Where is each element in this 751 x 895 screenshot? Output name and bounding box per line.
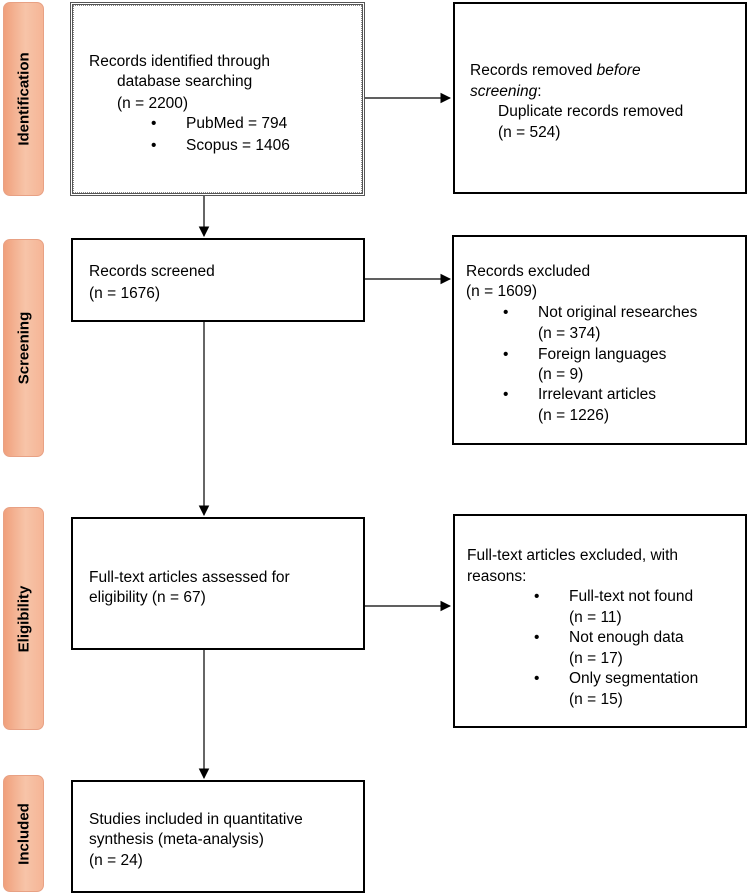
fulltext-excluded-item-label: Full-text not found <box>534 587 693 608</box>
records-screened-box: Records screened (n = 1676) <box>71 238 365 322</box>
included-line2: synthesis (meta-analysis) <box>89 831 264 848</box>
fulltext-excluded-item-label: Not enough data <box>534 628 684 649</box>
fulltext-line1: Full-text articles assessed for <box>89 569 290 586</box>
records-identified-box: Records identified through database sear… <box>70 2 365 196</box>
phase-screening: Screening <box>3 239 44 457</box>
excluded-item-count: (n = 374) <box>538 325 601 342</box>
excluded-item-count: (n = 1226) <box>538 407 610 424</box>
excluded-line1: Records excluded <box>466 263 591 280</box>
identified-line2: database searching <box>117 73 253 90</box>
fulltext-excluded-line2: reasons: <box>467 568 527 585</box>
screened-line1: Records screened <box>89 263 215 280</box>
studies-included-box: Studies included in quantitative synthes… <box>71 780 365 893</box>
identified-count: (n = 2200) <box>117 95 189 112</box>
excluded-item-count: (n = 9) <box>538 366 584 383</box>
fulltext-excluded-line1: Full-text articles excluded, with <box>467 547 679 564</box>
fulltext-excluded-item-count: (n = 17) <box>569 650 623 667</box>
records-removed-box: Records removed before screening: Duplic… <box>453 2 747 194</box>
fulltext-line2: eligibility (n = 67) <box>89 589 206 606</box>
phase-eligibility: Eligibility <box>3 507 44 730</box>
phase-identification: Identification <box>3 2 44 196</box>
included-line1: Studies included in quantitative <box>89 811 303 828</box>
removed-count: (n = 524) <box>498 124 561 141</box>
screened-count: (n = 1676) <box>89 285 161 302</box>
fulltext-excluded-box: Full-text articles excluded, with reason… <box>453 514 747 728</box>
excluded-item-label: Foreign languages <box>503 345 667 366</box>
identified-item-scopus: Scopus = 1406 <box>151 136 290 157</box>
fulltext-excluded-item-count: (n = 15) <box>569 691 623 708</box>
fulltext-assessed-box: Full-text articles assessed for eligibil… <box>71 517 365 650</box>
removed-line1: Records removed before <box>470 62 641 79</box>
fulltext-excluded-item-count: (n = 11) <box>569 609 622 626</box>
records-excluded-box: Records excluded (n = 1609) Not original… <box>452 235 747 445</box>
included-count: (n = 24) <box>89 852 143 869</box>
excluded-item-label: Irrelevant articles <box>503 385 656 406</box>
removed-line3: Duplicate records removed <box>498 103 684 120</box>
identified-item-pubmed: PubMed = 794 <box>151 114 287 135</box>
phase-included: Included <box>3 775 44 892</box>
removed-line2: screening: <box>470 83 542 100</box>
excluded-count: (n = 1609) <box>466 283 538 300</box>
identified-line1: Records identified through <box>89 53 270 70</box>
fulltext-excluded-item-label: Only segmentation <box>534 669 698 690</box>
excluded-item-label: Not original researches <box>503 303 697 324</box>
